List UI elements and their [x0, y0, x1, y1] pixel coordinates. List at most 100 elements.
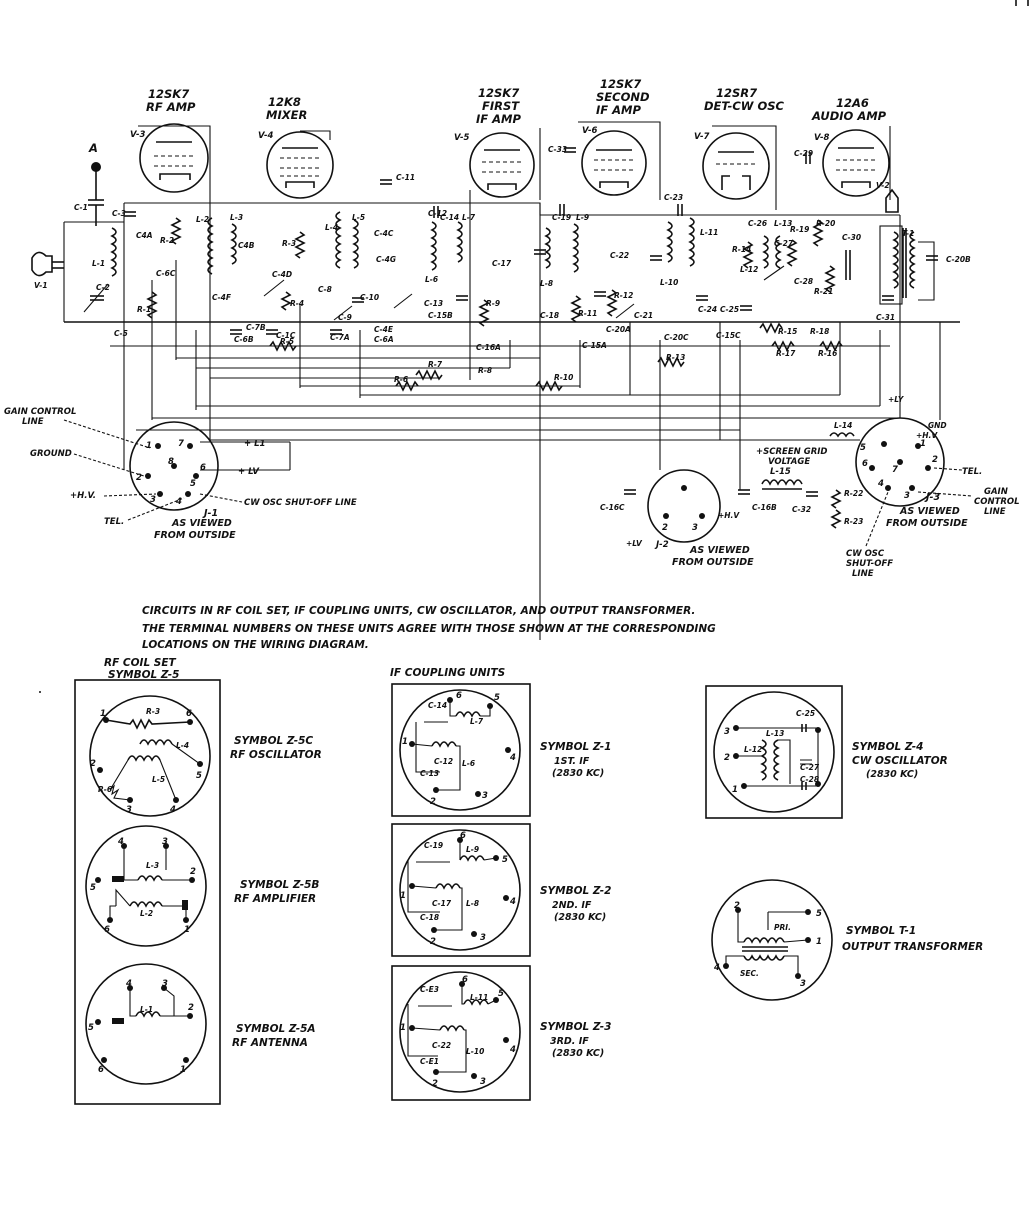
z2-c19: C-19 — [424, 841, 443, 850]
label-t1: T-1 — [902, 229, 914, 238]
label-c25: C-25 — [720, 305, 739, 314]
coil-l6: L-6 — [425, 221, 438, 284]
z5b-l3: L-3 — [146, 861, 159, 870]
z5c-pin-3: 3 — [126, 805, 132, 815]
z5c-pin-6: 6 — [186, 709, 192, 719]
label-c15c: C-15C — [716, 331, 741, 340]
label-c27: C-27 — [774, 239, 794, 248]
z3-desc: 3RD. IF — [550, 1036, 589, 1047]
z1-pin-6: 6 — [456, 691, 462, 701]
callout-gain-right1: GAIN — [984, 487, 1008, 497]
label-r15: R-15 — [778, 327, 797, 336]
tube-id-v7: V-7 — [694, 132, 709, 142]
output-transformer-unit: 2 5 1 4 3 PRI. SEC. — [711, 879, 833, 1001]
t1-desc: OUTPUT TRANSFORMER — [842, 941, 983, 953]
j1-note1: AS VIEWED — [171, 518, 232, 529]
label-c5: C-5 — [114, 329, 128, 338]
tube-v5: V-5 — [454, 132, 535, 198]
z2-pin-3: 3 — [480, 933, 486, 943]
note: CIRCUITS IN RF COIL SET, IF COUPLING UNI… — [142, 605, 716, 651]
j2-pin-2: 2 — [662, 523, 668, 533]
label-c1c: C-1C — [276, 331, 296, 340]
label-c32: C-32 — [792, 505, 811, 514]
label-l3: L-3 — [230, 213, 243, 222]
z2-pin-2: 2 — [430, 937, 436, 947]
t1-sec: SEC. — [740, 969, 759, 978]
z3-pin-4: 4 — [509, 1045, 516, 1055]
tube-type-v5: 12SK7 — [478, 86, 519, 100]
label-l10: L-10 — [660, 278, 678, 287]
if-coupling-units: IF COUPLING UNITS 6 5 1 4 2 3 C-14 L-7 C… — [390, 667, 611, 1101]
rf-coil-set-title1: RF COIL SET — [104, 657, 177, 669]
callout-gain-right2: CONTROL — [974, 497, 1020, 507]
tube-v8: V-8 — [814, 129, 890, 197]
z5c-pin-2: 2 — [90, 759, 96, 769]
z5b-l2: L-2 — [140, 909, 153, 918]
label-r2: R-2 — [160, 236, 174, 245]
coil-l1: L-1 — [92, 227, 117, 277]
corner-marks — [39, 0, 1029, 693]
z4-c27: C-27 — [800, 763, 820, 772]
coil-l8: L-8 — [540, 227, 553, 288]
note-line3: LOCATIONS ON THE WIRING DIAGRAM. — [142, 639, 369, 651]
z5c-r6: R-6 — [98, 785, 112, 794]
callout-hv: +H.V. — [70, 491, 96, 501]
coil-l12-l13: L-12 L-13 — [740, 219, 792, 274]
resistors: R-2 R-1 R-3 R-4 R-5 R-7 R-6 R-8 R-9 R-10… — [137, 217, 863, 529]
label-c24: C-24 — [698, 305, 717, 314]
tube-function-v4: MIXER — [266, 108, 307, 122]
j1-pin-3: 3 — [150, 495, 156, 505]
z4-l12: L-12 — [744, 745, 762, 754]
label-c6c: C-6C — [156, 269, 176, 278]
z4-c28: C-28 — [800, 775, 819, 784]
j3-plus-ly: +LY — [888, 395, 905, 404]
label-c4a: C4A — [136, 231, 153, 240]
j1-pin-2: 2 — [136, 473, 142, 483]
coil-l2: L-2 — [196, 215, 214, 275]
tube-v3: V-3 — [130, 123, 209, 193]
z1-l6: L-6 — [462, 759, 475, 768]
label-v2: V-2 — [876, 181, 890, 190]
coil-l10: L-10 — [660, 221, 678, 287]
label-c1: C-1 — [74, 203, 88, 212]
z3-pin-1: 1 — [400, 1023, 406, 1033]
tube-id-v3: V-3 — [130, 130, 145, 140]
tube-titles: 12SK7 RF AMP 12K8 MIXER 12SK7 FIRST IF A… — [146, 77, 887, 126]
tube-type-v6: 12SK7 — [600, 77, 641, 91]
callout-gain-right3: LINE — [984, 507, 1006, 517]
label-l4: L-4 — [325, 223, 338, 232]
label-c21: C-21 — [634, 311, 653, 320]
label-l5: L-5 — [352, 213, 365, 222]
capacitor-symbols — [83, 147, 938, 497]
label-c26: C-26 — [748, 219, 767, 228]
t1-symbol: SYMBOL T-1 — [846, 925, 916, 937]
label-c15b: C-15B — [428, 311, 453, 320]
z2-l9: L-9 — [466, 845, 479, 854]
z5b-pin-3: 3 — [162, 837, 168, 847]
tube-id-v5: V-5 — [454, 133, 469, 143]
z2-desc: 2ND. IF — [552, 900, 592, 911]
t1-pin-5: 5 — [816, 909, 822, 919]
label-c8: C-8 — [318, 285, 332, 294]
z3-freq: (2830 KC) — [552, 1048, 604, 1059]
z4-pin-3: 3 — [724, 727, 730, 737]
z2-c18: C-18 — [420, 913, 439, 922]
t1-pri: PRI. — [774, 923, 791, 932]
z5b-pin-6: 6 — [104, 925, 110, 935]
j1-callouts: GAIN CONTROL LINE GROUND +H.V. TEL. CW O… — [4, 407, 357, 527]
label-c11: C-11 — [396, 173, 415, 182]
z3-c22: C-22 — [432, 1041, 451, 1050]
rf-coil-set: RF COIL SET SYMBOL Z-5 1 6 2 5 3 4 R-3 L… — [74, 657, 322, 1105]
z5b-pin-4: 4 — [117, 837, 124, 847]
tube-id-v6: V-6 — [582, 126, 597, 136]
label-c4f: C-4F — [212, 293, 232, 302]
t1-pin-3: 3 — [800, 979, 806, 989]
label-c2: C-2 — [96, 283, 110, 292]
j1-label: J-1 — [202, 508, 218, 519]
connector-j3: 5 1 7 6 2 4 3 J-3 AS VIEWED FROM OUTSIDE… — [829, 395, 1020, 579]
coil-l9: L-9 — [572, 213, 589, 273]
tube-type-v8: 12A6 — [836, 96, 869, 110]
tube-type-v3: 12SK7 — [148, 87, 189, 101]
label-c13: C-13 — [424, 299, 443, 308]
label-r1: R-1 — [137, 305, 151, 314]
